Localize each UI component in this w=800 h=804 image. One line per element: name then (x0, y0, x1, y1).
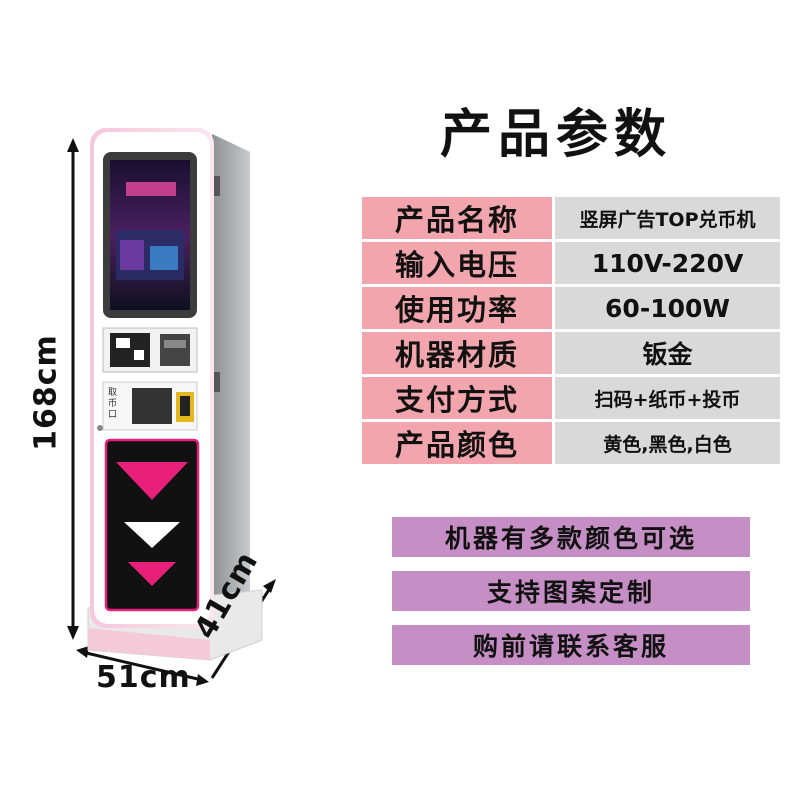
note-banner-contact: 购前请联系客服 (392, 625, 750, 665)
spec-row-product-name: 产品名称 竖屏广告TOP兑币机 (362, 197, 780, 239)
width-dimension-label: 51cm (96, 660, 191, 695)
spec-row-voltage: 输入电压 110V-220V (362, 242, 780, 284)
note-banner-customization: 支持图案定制 (392, 571, 750, 611)
page-title: 产品参数 (440, 105, 673, 165)
spec-table: 产品名称 竖屏广告TOP兑币机 输入电压 110V-220V 使用功率 60-1… (362, 194, 780, 467)
machine-illustration: 168cm 51cm 41cm 取币口 (0, 0, 330, 800)
spec-row-material: 机器材质 钣金 (362, 332, 780, 374)
spec-value: 钣金 (552, 332, 780, 374)
spec-label: 使用功率 (362, 287, 552, 329)
spec-label: 产品颜色 (362, 422, 552, 464)
spec-row-power: 使用功率 60-100W (362, 287, 780, 329)
note-banner-colors: 机器有多款颜色可选 (392, 517, 750, 557)
spec-row-payment: 支付方式 扫码+纸币+投币 (362, 377, 780, 419)
spec-value: 黄色,黑色,白色 (552, 422, 780, 464)
spec-value: 60-100W (552, 287, 780, 329)
height-dimension-label: 168cm (28, 334, 64, 451)
spec-label: 机器材质 (362, 332, 552, 374)
spec-label: 支付方式 (362, 377, 552, 419)
spec-label: 产品名称 (362, 197, 552, 239)
machine-drawing (67, 128, 276, 686)
spec-value: 扫码+纸币+投币 (552, 377, 780, 419)
spec-row-color: 产品颜色 黄色,黑色,白色 (362, 422, 780, 464)
spec-value: 110V-220V (552, 242, 780, 284)
spec-value: 竖屏广告TOP兑币机 (552, 197, 780, 239)
coin-slot-label: 取币口 (108, 388, 118, 420)
spec-label: 输入电压 (362, 242, 552, 284)
